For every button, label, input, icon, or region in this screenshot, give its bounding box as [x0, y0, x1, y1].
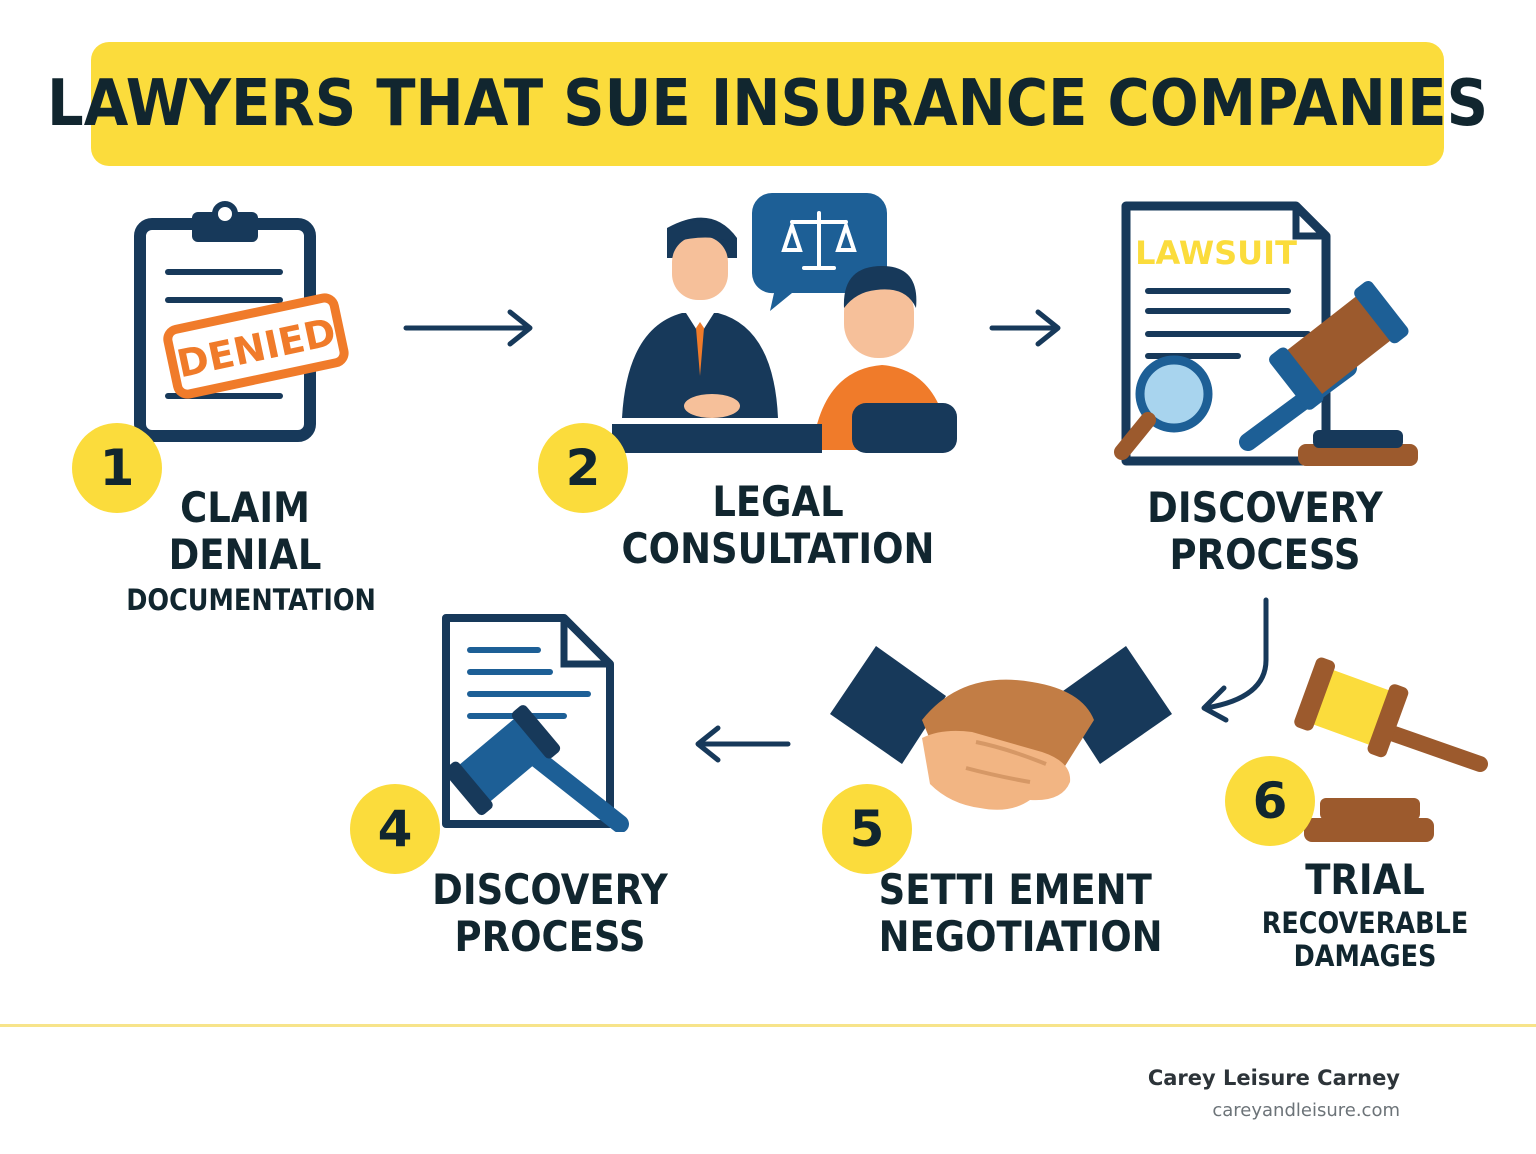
step-6-title: TRIAL [1305, 855, 1425, 904]
step-5-title-line1: SETTI EMENT [878, 865, 1152, 914]
step-4-title-line1: DISCOVERY [432, 865, 668, 914]
step-6-subtitle-line1: RECOVERABLE [1261, 906, 1469, 941]
step-5-badge: 5 [822, 784, 912, 874]
document-gavel-icon [442, 614, 629, 832]
footer-brand: Carey Leisure Carney [1147, 1066, 1400, 1090]
arrow-left-icon [695, 725, 791, 763]
page-title: LAWYERS THAT SUE INSURANCE COMPANIES [46, 67, 1489, 141]
step-5-title-line2: NEGOTIATION [878, 912, 1163, 962]
step-2-badge: 2 [538, 423, 628, 513]
lawsuit-document-icon: LAWSUIT [1114, 201, 1418, 466]
step-1-label: CLAIM DENIAL DOCUMENTATION [110, 484, 380, 617]
step-4-title-line2: PROCESS [454, 912, 646, 962]
handshake-icon [830, 646, 1172, 810]
arrow-right-icon [403, 309, 533, 347]
footer-divider [0, 1024, 1536, 1027]
step-3-title-line2: PROCESS [1169, 530, 1361, 580]
step-6-label: TRIAL RECOVERABLE DAMAGES [1240, 856, 1490, 972]
step-1-badge: 1 [72, 423, 162, 513]
title-banner: LAWYERS THAT SUE INSURANCE COMPANIES [47, 42, 1488, 166]
step-6-badge: 6 [1225, 756, 1315, 846]
arrow-right-icon [989, 309, 1061, 347]
step-1-subtitle: DOCUMENTATION [126, 583, 376, 618]
step-2-title-line1: LEGAL [712, 477, 844, 526]
step-4-label: DISCOVERY PROCESS [415, 866, 685, 960]
lawsuit-heading: LAWSUIT [1135, 234, 1297, 272]
footer-url[interactable]: careyandleisure.com [1212, 1100, 1400, 1121]
step-1-title-line2: DENIAL [168, 530, 322, 580]
step-5-label: SETTI EMENT NEGOTIATION [860, 866, 1170, 960]
curved-arrow-icon [1201, 597, 1269, 723]
step-4-badge: 4 [350, 784, 440, 874]
step-2-title-line2: CONSULTATION [621, 524, 935, 574]
lawyer-consultation-icon [612, 193, 957, 453]
gavel-icon [1294, 657, 1488, 842]
step-2-label: LEGAL CONSULTATION [598, 478, 958, 572]
step-6-subtitle-line2: DAMAGES [1293, 938, 1437, 973]
step-1-title-line1: CLAIM [180, 483, 310, 532]
step-3-label: DISCOVERY PROCESS [1130, 484, 1400, 578]
step-3-title-line1: DISCOVERY [1147, 483, 1383, 532]
clipboard-denied-icon: DENIED [134, 201, 349, 442]
